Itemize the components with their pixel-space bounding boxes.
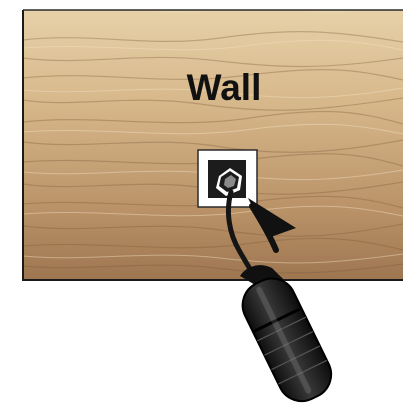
wall-panel <box>23 0 403 280</box>
plug-icon <box>235 265 340 404</box>
ethernet-port-icon <box>208 160 246 198</box>
wall-label: Wall <box>187 67 262 108</box>
